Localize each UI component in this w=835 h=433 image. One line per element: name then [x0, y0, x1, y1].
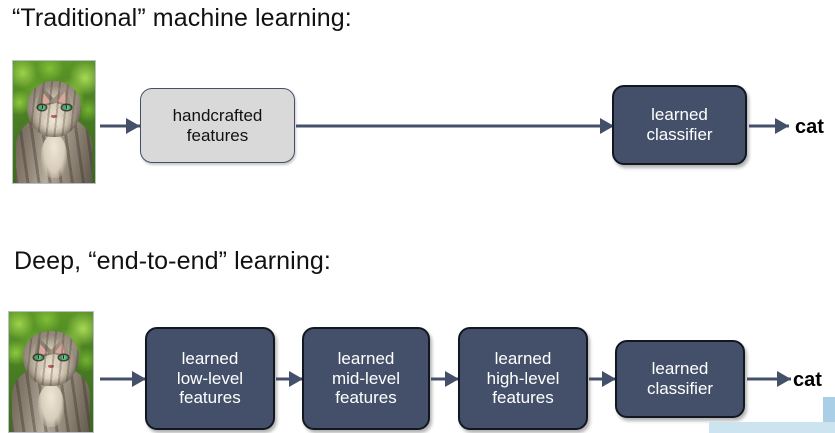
cat-eye-left	[34, 354, 44, 360]
arrow-right-icon-classifier-to-output-deep	[747, 370, 791, 388]
cat-nose	[51, 114, 57, 119]
output-label-traditional: cat	[795, 116, 824, 138]
cat-chest	[40, 134, 68, 179]
cat-photo-image-traditional	[12, 60, 96, 184]
panel-edge-right	[823, 397, 835, 423]
node-learned-classifier-traditional[interactable]: learned classifier	[612, 85, 747, 165]
arrow-right-icon-high-to-classifier	[589, 370, 616, 388]
cat-eye-left	[37, 104, 47, 110]
cat-ear-right	[50, 81, 78, 109]
cat-ear-right	[48, 332, 76, 359]
cat-muzzle	[43, 115, 65, 131]
panel-edge-bottom	[709, 422, 835, 433]
cat-illustration	[13, 61, 95, 183]
cat-ear-left	[27, 332, 55, 360]
arrow-right-icon-mid-to-high	[431, 370, 459, 388]
cat-muzzle	[39, 365, 63, 381]
output-label-deep: cat	[793, 369, 822, 391]
cat-photo-image-deep	[8, 311, 94, 433]
cat-chest	[37, 384, 65, 428]
cat-head	[23, 331, 80, 387]
node-learned-low-level-features[interactable]: learned low-level features	[145, 327, 275, 430]
arrow-right-icon-classifier-to-output	[749, 117, 789, 135]
section-heading-traditional: “Traditional” machine learning:	[12, 4, 352, 32]
arrow-right-icon-image-to-handcrafted	[100, 117, 140, 135]
cat-eye-right	[62, 104, 71, 110]
section-heading-deep: Deep, “end-to-end” learning:	[14, 247, 331, 275]
arrow-right-icon-image-to-low-level	[100, 370, 146, 388]
arrow-right-icon-low-to-mid	[276, 370, 303, 388]
cat-nose	[48, 364, 54, 369]
cat-eye-right	[59, 354, 69, 360]
node-learned-mid-level-features[interactable]: learned mid-level features	[302, 327, 430, 430]
node-learned-classifier-deep[interactable]: learned classifier	[615, 340, 745, 418]
cat-ear-left	[30, 82, 58, 109]
cat-head	[26, 80, 82, 137]
arrow-right-icon-handcrafted-to-classifier	[296, 117, 614, 135]
cat-illustration	[9, 312, 93, 432]
node-handcrafted-features[interactable]: handcrafted features	[140, 88, 295, 163]
node-learned-high-level-features[interactable]: learned high-level features	[458, 327, 588, 430]
